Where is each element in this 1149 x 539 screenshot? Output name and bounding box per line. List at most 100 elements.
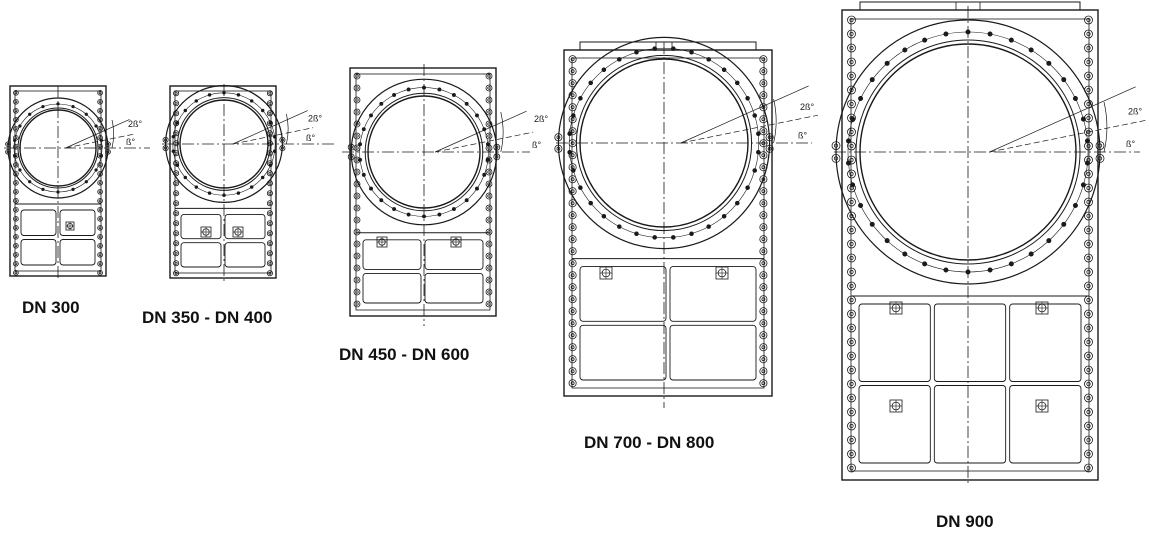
bolt-hole <box>97 243 103 249</box>
ring-bolt <box>850 182 856 188</box>
ring-bolt <box>268 121 273 125</box>
ring-bolt <box>18 124 22 128</box>
bolt-hole <box>97 269 103 276</box>
ring-bolt <box>194 185 199 189</box>
bolt-hole <box>759 319 768 328</box>
ring-bolt <box>361 172 366 177</box>
bolt-hole <box>485 216 493 224</box>
ring-bolt <box>884 60 890 66</box>
bolt-hole <box>568 331 577 340</box>
bolt-hole <box>173 190 180 197</box>
ring-bolt <box>260 175 265 180</box>
bolt-hole <box>759 283 768 292</box>
bolt-hole <box>279 145 286 152</box>
bolt-hole <box>353 264 361 272</box>
bolt-hole <box>347 143 355 151</box>
ring-bolt <box>194 99 199 103</box>
compartment <box>362 239 422 270</box>
compartment <box>669 266 757 322</box>
ring-bolt <box>1008 261 1014 267</box>
bolt-hole <box>485 120 493 128</box>
bolt-hole <box>173 250 180 257</box>
bolt-hole <box>13 216 19 222</box>
bolt-hole <box>759 331 768 340</box>
angle-arc <box>286 113 289 145</box>
bolt-hole <box>173 200 180 207</box>
bolt-hole <box>759 187 768 196</box>
bolt-hole <box>847 351 856 361</box>
angle-line-b <box>232 127 314 145</box>
bolt-hole <box>568 271 577 280</box>
ring-bolt <box>1084 138 1090 144</box>
ring-bolt <box>56 102 60 106</box>
bolt-hole <box>13 252 19 258</box>
bolt-hole <box>847 421 856 431</box>
ring-bolt <box>1080 116 1086 122</box>
bolt-hole <box>1084 253 1093 263</box>
bolt-hole <box>1084 295 1093 305</box>
bolt-hole <box>1084 15 1093 25</box>
bolt-hole <box>353 84 361 92</box>
bolt-hole <box>266 220 273 227</box>
bolt-hole <box>847 141 856 151</box>
bolt-hole <box>1095 141 1105 151</box>
lifting-point <box>376 236 388 248</box>
ring-bolt <box>943 31 949 37</box>
bolt-hole <box>847 393 856 403</box>
bolt-hole <box>485 264 493 272</box>
ring-bolt <box>601 214 607 219</box>
valve-drawing-dn300: 2ß°ß° <box>4 85 150 278</box>
bolt-hole <box>173 270 180 277</box>
bolt-hole <box>1084 71 1093 81</box>
bolt-hole <box>568 91 577 100</box>
bolt-hole <box>353 252 361 260</box>
lifting-point <box>889 301 903 315</box>
ring-bolt <box>236 191 241 195</box>
angle-arc <box>500 111 504 153</box>
bolt-hole <box>97 198 103 204</box>
compartment <box>669 324 757 381</box>
ring-bolt <box>369 113 373 118</box>
bolt-hole <box>162 145 169 152</box>
bolt-hole <box>1084 113 1093 123</box>
bolt-hole <box>97 162 103 168</box>
bolt-hole <box>13 90 19 96</box>
caption-dn450-dn600: DN 450 - DN 600 <box>339 345 470 364</box>
bolt-hole <box>13 99 19 105</box>
bolt-hole <box>353 228 361 236</box>
angle-label-2b: 2ß° <box>128 119 143 129</box>
ring-bolt <box>175 121 180 125</box>
bolt-hole <box>485 204 493 212</box>
angle-line-2b <box>435 110 527 153</box>
bolt-hole <box>266 250 273 257</box>
lifting-point <box>1035 301 1049 315</box>
bolt-hole <box>568 367 577 376</box>
ring-bolt <box>41 187 45 191</box>
ring-bolt <box>902 251 908 257</box>
ring-bolt <box>1028 47 1034 53</box>
ring-bolt <box>207 93 212 97</box>
ring-bolt <box>207 191 212 195</box>
bolt-hole <box>266 170 273 177</box>
ring-bolt <box>652 235 657 240</box>
ring-bolt <box>671 235 676 240</box>
body-inner-outline <box>355 73 491 311</box>
caption-dn700-dn800: DN 700 - DN 800 <box>584 433 715 452</box>
compartment <box>579 324 667 381</box>
ring-bolt <box>437 212 442 217</box>
ring-bolt <box>1046 238 1052 244</box>
ring-bolt <box>1072 96 1078 102</box>
ring-bolt <box>84 180 88 184</box>
bolt-hole <box>1084 239 1093 249</box>
bolt-hole <box>568 247 577 256</box>
angle-label-2b: 2ß° <box>308 114 323 124</box>
bolt-hole <box>847 379 856 389</box>
ring-bolt <box>1080 182 1086 188</box>
ring-bolt <box>735 200 740 206</box>
bolt-hole <box>1084 267 1093 277</box>
ring-bolt <box>567 131 572 136</box>
bolt-hole <box>847 225 856 235</box>
ring-bolt <box>379 198 384 203</box>
ring-bolt <box>236 93 241 97</box>
ring-bolt <box>94 168 98 172</box>
